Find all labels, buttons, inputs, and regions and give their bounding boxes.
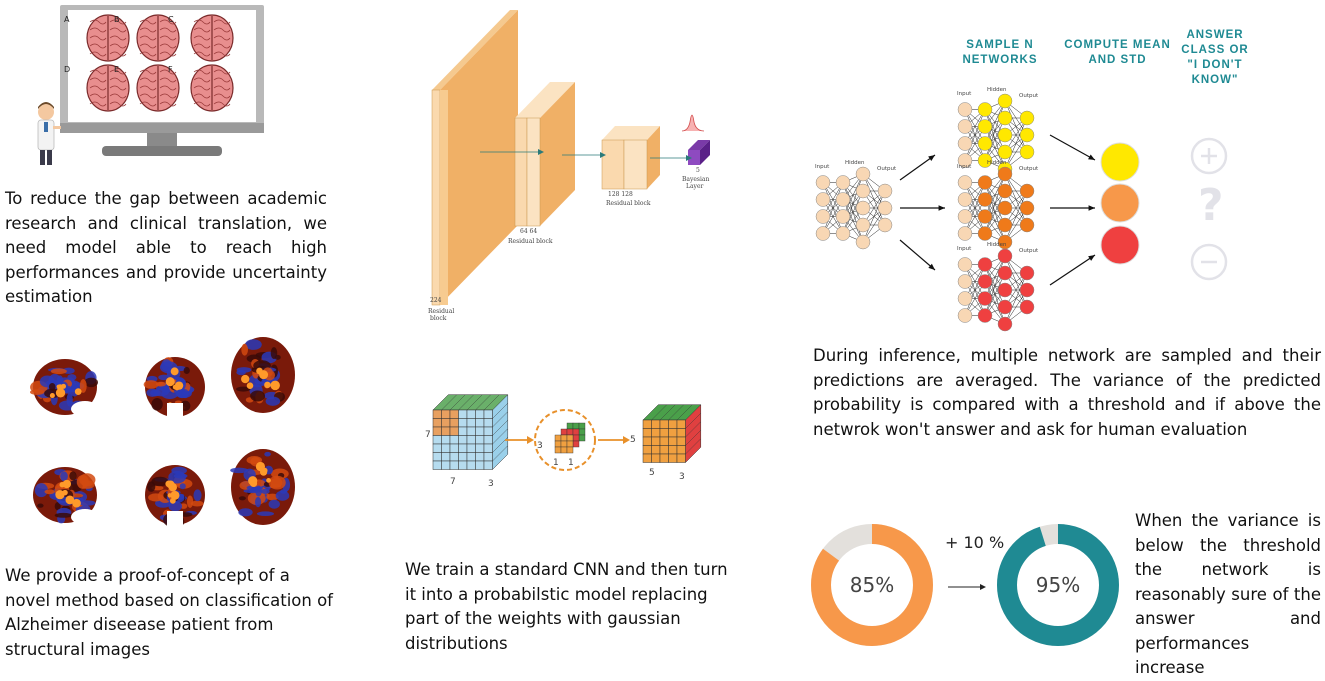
brain-thumbnail: E [114,64,180,112]
cube-left-depth-label: 3 [488,479,494,489]
brain-thumbnail: D [64,64,130,112]
block2-dims: 64 64 [520,228,537,235]
network-svg: InputHiddenOutputInputHiddenOutputInputH… [815,87,1228,332]
variance-threshold-text: When the variance is below the threshold… [1135,511,1321,677]
block1-name-b: block [430,315,447,322]
net-input-label: Input [815,164,830,170]
donut-right-label: 95% [1036,573,1080,597]
block3-dims: 128 128 [608,191,633,198]
header-answer-class: ANSWER CLASS OR "I DON'T KNOW" [1181,29,1249,86]
screen-label: A [64,15,70,24]
screen-label: C [168,15,174,24]
brain-scan-slice [145,465,205,527]
brain-scan-slice [33,467,99,525]
weight-cube-diagram: 7 7 3 3 1 1 5 5 3 [415,385,715,495]
brain-thumbnail: C [168,14,234,62]
net-output-label: Output [1019,248,1039,254]
brain-thumbnail: F [168,64,234,112]
screen-label: E [114,65,119,74]
cube-mid-a-label: 1 [553,458,559,468]
donut-right-fill [997,524,1119,646]
kernel-stack [554,422,586,454]
net-input-label: Input [957,164,972,170]
brain-thumbnail: A [64,14,130,62]
brain-scan-slice [231,337,295,413]
brain-scan-slice [143,357,205,419]
monitor-svg: A B C D E F [60,5,264,156]
block3-name: Residual block [606,200,651,207]
brain-scan-slice [230,449,295,525]
intro-text: To reduce the gap between academic resea… [5,189,327,306]
cnn-svg: 224 Residual block 64 64 Residual block … [428,10,710,322]
increase-label: + 10 % [945,533,1004,552]
net-output-label: Output [877,166,897,172]
cube-right-depth-label: 3 [679,472,685,482]
bayes-name-b: Layer [686,183,704,190]
monitor-illustration: A B C D E F [30,0,270,170]
cube-left-side-label: 7 [425,430,431,440]
net-hidden-label: Hidden [845,160,865,166]
donut-svg: 85% + 10 % 95% [811,524,1119,646]
proof-of-concept-text: We provide a proof-of-concept of a novel… [5,566,333,659]
donut-left [811,524,933,646]
screen-label: F [168,65,173,74]
cube-svg: 7 7 3 3 1 1 5 5 3 [425,394,702,489]
brain-scan-svg [30,337,295,527]
cnn-architecture-diagram: 224 Residual block 64 64 Residual block … [420,0,720,330]
cnn-training-text: We train a standard CNN and then turn it… [405,560,728,653]
performance-donut-comparison: 85% + 10 % 95% [810,515,1119,655]
cube-mid-b-label: 1 [568,458,574,468]
inference-text: During inference, multiple network are s… [813,346,1321,439]
net-input-label: Input [957,91,972,97]
cube-left-bottom-label: 7 [450,477,456,487]
brain-scan-grid [30,337,300,537]
question-mark-icon: ? [1198,180,1224,231]
screen-label: B [114,15,120,24]
kernel-circle [534,409,596,471]
bayes-name-a: Bayesian [682,176,710,183]
mean-circle-orange [1100,183,1140,223]
bayes-dim: 5 [696,167,700,174]
donut-left-fill [811,524,933,646]
brain-thumbnail: B [114,14,180,62]
net-hidden-label: Hidden [987,242,1007,248]
donut-left-label: 85% [850,573,894,597]
net-output-label: Output [1019,166,1039,172]
block2-name: Residual block [508,238,553,245]
cube-right-side-label: 5 [630,435,636,445]
screen-label: D [64,65,70,74]
donut-right [997,524,1119,646]
cube-right-bottom-label: 5 [649,468,655,478]
header-compute-mean-std: COMPUTE MEAN AND STD [1064,39,1171,66]
net-hidden-label: Hidden [987,87,1007,93]
block1-dims: 224 [430,297,442,304]
plus-icon [1190,137,1228,175]
mean-circle-red [1100,225,1140,265]
net-hidden-label: Hidden [987,160,1007,166]
doctor-illustration [33,100,61,168]
header-sample-networks: SAMPLE N NETWORKS [962,39,1038,66]
net-output-label: Output [1019,93,1039,99]
cube-output [642,404,702,464]
mean-circle-yellow [1100,142,1140,182]
block1-name-a: Residual [428,308,454,315]
minus-icon [1190,243,1228,281]
cube-mid-side-label: 3 [537,441,543,451]
brain-scan-slice [30,359,99,417]
cube-input [432,394,509,471]
net-input-label: Input [957,246,972,252]
